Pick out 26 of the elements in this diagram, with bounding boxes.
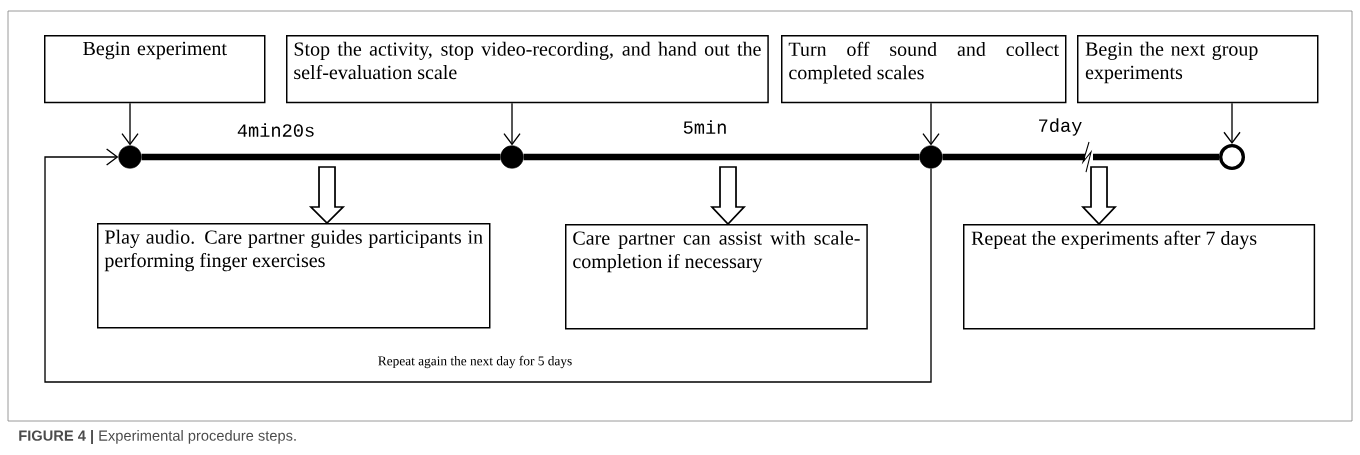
loop-arrow: [44, 148, 932, 383]
step-box: Repeat the experiments after 7 days: [963, 224, 1316, 330]
arrow: [503, 102, 521, 146]
hollow-arrow: [1081, 166, 1117, 226]
step-box: Turn off sound and collect completed scales: [781, 35, 1067, 104]
edge-label: Repeat again the next day for 5 days: [376, 354, 574, 370]
step-box: Begin experiment: [44, 35, 266, 104]
edge-label: 4min20s: [235, 121, 317, 139]
arrow: [121, 102, 139, 146]
arrow: [922, 102, 940, 146]
step-box: Play audio. Care partner guides participants in performing finger exercises: [97, 223, 491, 329]
hollow-arrow: [308, 166, 346, 225]
arrow: [1223, 102, 1241, 144]
timeline-dot: [118, 145, 142, 169]
edge-label: 5min: [681, 118, 729, 136]
step-box: Care partner can assist with scale-completion if necessary: [565, 224, 868, 330]
step-box: Begin the next group experiments: [1077, 35, 1319, 104]
timeline-line: [523, 153, 920, 161]
timeline-line: [141, 153, 501, 161]
open-circle: [1219, 144, 1245, 170]
timeline-dot: [919, 145, 943, 169]
timeline-dot: [500, 145, 524, 169]
hollow-arrow: [710, 166, 746, 226]
figure-caption: FIGURE 4 | Experimental procedure steps.: [19, 430, 296, 444]
edge-label: 7day: [1036, 116, 1084, 138]
step-box: Stop the activity, stop video-recording, and hand out the self-evaluation scale: [286, 35, 769, 104]
